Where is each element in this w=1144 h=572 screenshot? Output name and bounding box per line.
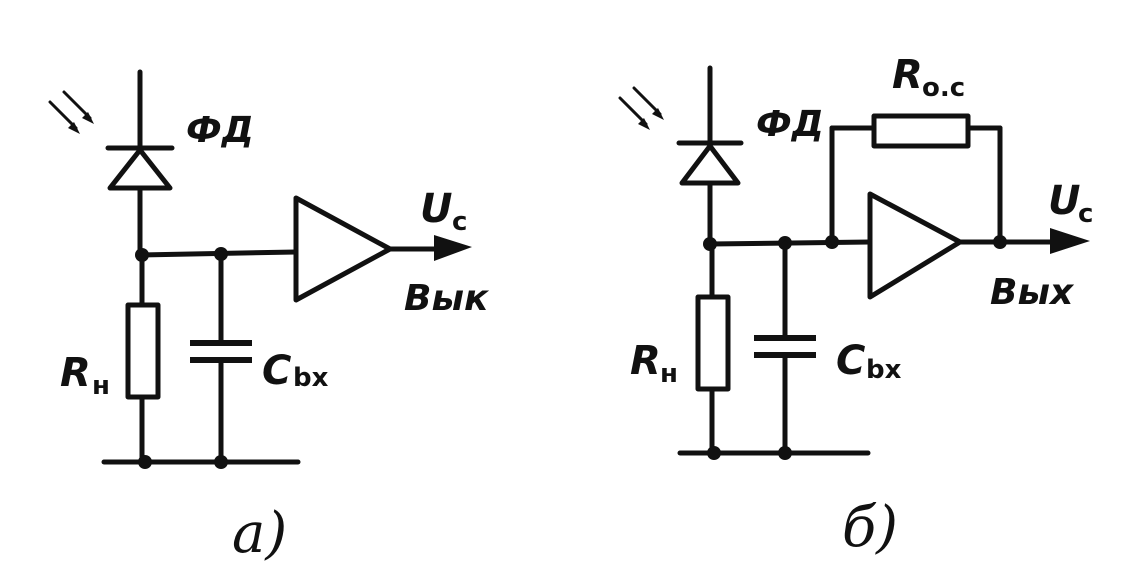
circuit-a-node-dot <box>138 455 152 469</box>
circuit-b-photodiode-label: ФД <box>756 104 824 145</box>
circuit-a-signal-subscript: c <box>452 207 467 237</box>
circuit-b-signal-label: U <box>1048 178 1080 224</box>
circuit-a-output-label: Вык <box>404 278 490 319</box>
circuit-a-load-resistor-label: R <box>60 350 91 396</box>
circuit-a-load-resistor-subscript: н <box>92 371 110 401</box>
circuit-a-node-dot <box>214 455 228 469</box>
circuit-a-capacitor-subscript: bx <box>293 363 329 393</box>
circuit-a-photodiode-label: ФД <box>186 110 254 151</box>
circuit-a-signal-label: U <box>420 186 452 232</box>
circuit-b-feedback-resistor-subscript: o.c <box>922 73 965 103</box>
circuit-a-photodiode <box>105 145 175 191</box>
circuit-b-output-arrow-icon <box>1050 228 1090 254</box>
circuit-b-signal-subscript: c <box>1078 199 1093 229</box>
circuit-b: ФД R o.c R н C bx U c Вых б) <box>618 52 1093 560</box>
circuit-a: ФД R н C bx U c Вык а) <box>48 69 490 566</box>
circuit-b-feedback-resistor <box>871 113 971 149</box>
circuit-b-capacitor-label: C <box>836 338 865 384</box>
circuit-a-output-arrow-icon <box>434 235 472 261</box>
circuit-a-light-arrows-icon <box>48 90 94 134</box>
circuit-b-amplifier <box>867 191 963 300</box>
circuit-a-capacitor-label: C <box>262 348 291 394</box>
circuit-a-caption: а) <box>232 501 287 566</box>
circuit-b-capacitor-subscript: bx <box>866 355 902 385</box>
circuit-a-photodiode-triangle <box>107 147 173 191</box>
circuit-b-photodiode <box>676 140 744 186</box>
circuit-b-load-resistor <box>695 294 731 392</box>
circuit-a-load-resistor <box>125 302 161 400</box>
circuit-b-load-resistor-label: R <box>630 338 661 384</box>
circuit-b-node-dot <box>993 235 1007 249</box>
circuit-a-amplifier <box>293 195 393 303</box>
circuit-b-output-label: Вых <box>990 272 1075 313</box>
circuit-b-caption: б) <box>842 495 898 560</box>
circuit-b-load-resistor-subscript: н <box>660 359 678 389</box>
circuit-b-node-dot <box>778 446 792 460</box>
circuit-b-feedback-resistor-label: R <box>892 52 923 98</box>
circuit-b-photodiode-triangle <box>679 143 741 186</box>
circuit-b-node-dot <box>707 446 721 460</box>
circuit-b-light-arrows-icon <box>618 86 664 130</box>
